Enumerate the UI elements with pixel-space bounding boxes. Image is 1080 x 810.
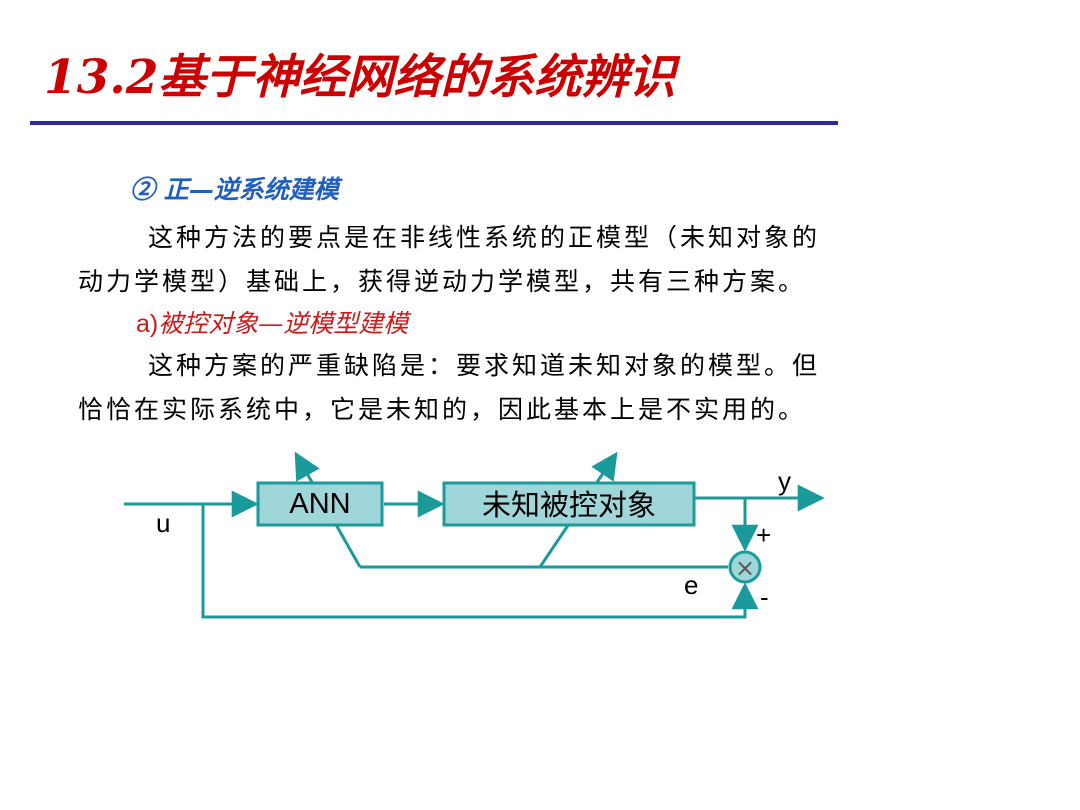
subsection-tag: a) xyxy=(136,310,159,338)
minus-sign-label: - xyxy=(760,582,769,612)
input-label-u: u xyxy=(156,508,170,538)
paragraph-2-line-1: 这种方案的严重缺陷是：要求知道未知对象的模型。但 xyxy=(148,351,821,380)
ann-label: ANN xyxy=(289,488,350,520)
paragraph-1-line-1: 这种方法的要点是在非线性系统的正模型（未知对象的 xyxy=(148,223,821,252)
paragraph-2-line-2: 恰恰在实际系统中，它是未知的，因此基本上是不实用的。 xyxy=(78,395,807,424)
summing-junction xyxy=(728,550,762,584)
error-label-e: e xyxy=(684,570,698,600)
subsection-heading-text: 被控对象—逆模型建模 xyxy=(158,309,409,338)
slide-title: 13.2基于神经网络的系统辨识 xyxy=(44,50,676,105)
plant-label: 未知被控对象 xyxy=(482,488,656,522)
summing-junction-symbol: × xyxy=(735,554,755,582)
plant-block xyxy=(442,481,696,527)
ann-block xyxy=(256,481,384,527)
feedback-path xyxy=(201,504,759,619)
title-underline xyxy=(30,121,838,125)
output-label-y: y xyxy=(778,466,791,496)
paragraph-1-line-2: 动力学模型）基础上，获得逆动力学模型，共有三种方案。 xyxy=(78,267,807,296)
plus-sign-label: + xyxy=(756,520,771,550)
section-heading: ② 正—逆系统建模 xyxy=(130,175,339,204)
subsection-heading: a)被控对象—逆模型建模 xyxy=(136,304,408,340)
